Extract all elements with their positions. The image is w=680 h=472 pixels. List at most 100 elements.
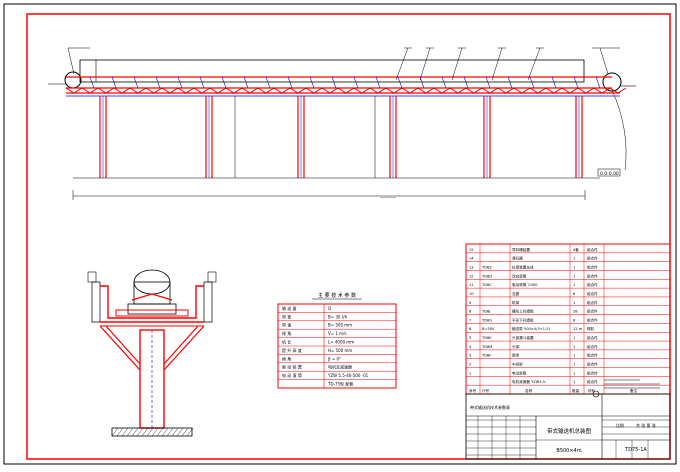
bom-cell: 组合件 [587, 282, 598, 287]
title-left-note: 带式输送机技术参数表 [470, 404, 510, 410]
bom-cell: 1 [573, 265, 575, 269]
bom-cell: 头部漏斗装置 [512, 335, 534, 340]
callout [451, 47, 466, 81]
bom-cell: 4 [469, 345, 472, 349]
bom-cell: 1 [573, 301, 575, 305]
bom-cell: 1 [573, 345, 575, 349]
bom-cell: 15 [469, 248, 474, 252]
bom-cell: 驱动滚筒 ∅400 [512, 282, 538, 287]
bom-cell: 输送带 500×4(3+1.5) [512, 326, 550, 331]
bom-cell: 1 [573, 274, 575, 278]
bom-cell: 13 [469, 265, 474, 269]
param-value: 电机及减速器 [328, 364, 352, 370]
bom-cell: 1 [573, 354, 575, 358]
bom-cell: TD8M [481, 345, 492, 349]
sheet-label: 共 张 第 张 [636, 422, 656, 428]
sheet-code: B500×4m [556, 448, 581, 454]
bom-cell: 8 [469, 310, 472, 314]
param-name: 驱 动 装 置 [282, 364, 302, 370]
bom-cell: 清扫器 [512, 256, 523, 261]
bom-cell: 1 [573, 363, 575, 367]
bom-cell: 1 [573, 380, 575, 384]
support-leg [575, 96, 583, 178]
belt-cover [79, 59, 585, 83]
param-value: Q [328, 306, 331, 311]
title-block: 带式输送机技术参数表 带式输送机总装图 B500×4m TD75-1A 比例 共… [465, 379, 671, 460]
param-name: 倾 角 [282, 355, 291, 361]
bom-header-cell: 序号 [469, 388, 477, 393]
bom-cell: 4套 [573, 247, 579, 252]
bom-cell: 2 [469, 363, 471, 367]
bom-cell: 橡胶 [587, 326, 595, 331]
bom-cell: TD8C [481, 283, 492, 287]
bom-header-cell: 材料 [588, 388, 596, 393]
inner-border [26, 13, 671, 460]
bom-cell: TD8G [481, 318, 492, 322]
param-name: 倾 角 [282, 330, 291, 336]
support-leg [205, 96, 213, 178]
bom-cell: 3 [469, 354, 471, 358]
param-value: β = 0° [328, 356, 341, 361]
bom-cell: 5 [469, 336, 471, 340]
bom-cell: 组合件 [587, 309, 598, 314]
bom-cell: 8 [573, 318, 576, 322]
bom-cell: 组合件 [587, 256, 598, 261]
bom-cell: 1 [573, 283, 575, 287]
support-leg [99, 96, 107, 178]
param-name: 带 宽 [282, 313, 291, 319]
drawing-title: 带式输送机总装图 [547, 427, 592, 435]
support-leg [389, 96, 397, 178]
bom-cell: 6 [573, 292, 576, 296]
callout-leaders [395, 47, 544, 81]
bom-cell: 9 [469, 301, 472, 305]
support-leg [483, 96, 491, 178]
param-value: V= 1 m/s [328, 331, 347, 336]
support-legs [99, 96, 583, 178]
param-value: H= 500 mm [328, 348, 352, 353]
svg-text:————: ———— [380, 195, 396, 200]
bom-cell: 尾架 [512, 353, 520, 358]
param-name: 电 动 滚 筒 [282, 372, 302, 378]
bom-cell: 机架 [512, 300, 520, 305]
bom-header-cell: 数量 [572, 388, 580, 393]
bom-cell: B=500 [482, 327, 495, 331]
bom-header-cell: 代号 [482, 388, 490, 393]
bom-header-cell: 备注 [630, 388, 638, 393]
bom-cell: 11 [469, 283, 474, 287]
bom-cell: 6 [469, 327, 472, 331]
bom-cell: 组合件 [587, 344, 598, 349]
callout [491, 47, 506, 81]
bom-cell: 导料槽装置 [512, 247, 530, 252]
param-value: TD-75型 配套 [327, 381, 353, 387]
bom-cell: 组合件 [587, 335, 598, 340]
bom-cell: 拉紧装置总成 [512, 264, 534, 269]
param-name: 机 长 [282, 339, 291, 345]
scale-label: 比例 [616, 422, 624, 428]
bom-cell: 电动滚筒 [512, 370, 527, 375]
bom-cell: 28 [573, 310, 578, 314]
bom-cell: 7 [469, 318, 471, 322]
bom-cell: 组合件 [587, 300, 598, 305]
bom-cell: 10 [469, 292, 474, 296]
param-value: B= 30 t/h [328, 314, 348, 319]
bom-cell: 头架 [512, 344, 520, 349]
param-name: 输 送 量 [282, 305, 297, 311]
bom-cell: 平形下托辊组 [512, 317, 534, 322]
drawing-code: TD75-1A [624, 447, 647, 453]
bom-cell: 组合件 [587, 291, 598, 296]
callout [419, 47, 434, 81]
bom-cell: 组合件 [587, 247, 598, 252]
bom-cell: 组合件 [587, 264, 598, 269]
param-value: L= 4000 mm [328, 340, 354, 345]
bom-cell: TD8K [481, 336, 492, 340]
bom-cell: TD8F [481, 354, 491, 358]
callout [395, 47, 412, 81]
bom-cell: 组合件 [587, 370, 598, 375]
param-name: 提 升 高 度 [282, 347, 302, 353]
param-value: B= 500 mm [328, 323, 352, 328]
section-view [87, 269, 217, 437]
bom-cell: 1 [573, 371, 575, 375]
bom-cell: 中间架 [512, 362, 523, 367]
